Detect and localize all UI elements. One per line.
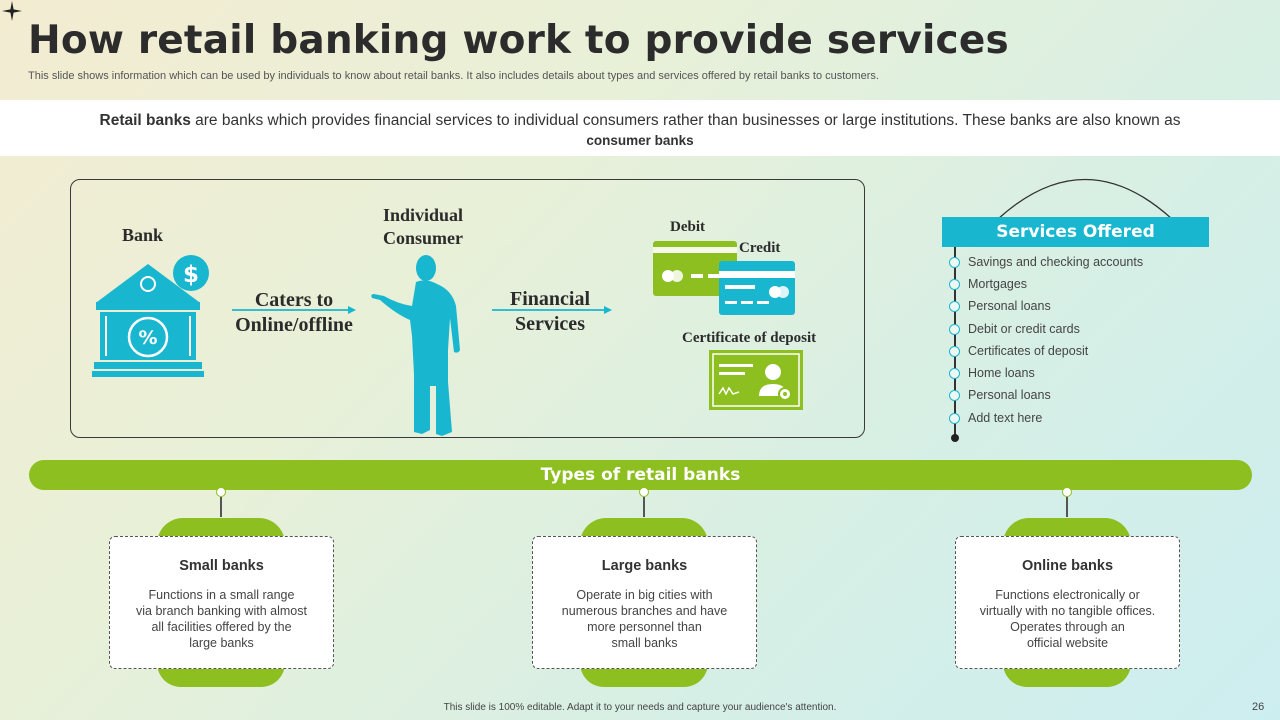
definition-term: Retail banks: [99, 112, 191, 129]
flow-box: [70, 179, 865, 438]
footer-note: This slide is 100% editable. Adapt it to…: [443, 702, 837, 713]
credit-label: Credit: [739, 240, 781, 256]
types-header-band: Types of retail banks: [29, 460, 1252, 490]
connector-line: [1066, 497, 1068, 517]
connector-dot: [1062, 487, 1072, 497]
services-header: Services Offered: [942, 217, 1209, 247]
card-body: Functions electronically or virtually wi…: [979, 588, 1156, 650]
credit-card-icon: [719, 261, 795, 315]
page-title: How retail banking work to provide servi…: [28, 18, 1009, 63]
service-item: Certificates of deposit: [949, 342, 1088, 360]
bullet-icon: [949, 389, 960, 401]
bullet-icon: [949, 367, 960, 379]
type-card-large-banks: Large banks Operate in big cities with n…: [532, 536, 757, 669]
certificate-icon: [709, 350, 803, 410]
service-item: Savings and checking accounts: [949, 253, 1143, 271]
connector-dot: [216, 487, 226, 497]
certificate-label: Certificate of deposit: [682, 330, 817, 346]
services-timeline: [954, 247, 956, 437]
type-card-small-banks: Small banks Functions in a small range v…: [109, 536, 334, 669]
caters-label: Caters to Online/offline: [235, 289, 353, 336]
arrow-right-icon: [232, 306, 356, 314]
type-card-online-banks: Online banks Functions electronically or…: [955, 536, 1180, 669]
financial-services-label: Financial Services: [509, 288, 590, 335]
arrow-right-icon: [492, 306, 612, 314]
debit-label: Debit: [670, 219, 705, 235]
definition-aka: consumer banks: [586, 133, 694, 148]
bullet-icon: [949, 256, 960, 268]
service-item: Personal loans: [949, 297, 1051, 315]
bullet-icon: [949, 412, 960, 424]
bank-label: Bank: [122, 225, 164, 245]
person-icon: [371, 255, 460, 436]
services-arc: [997, 179, 1173, 220]
service-item: Add text here: [949, 409, 1042, 427]
bullet-icon: [949, 345, 960, 357]
definition-text: are banks which provides financial servi…: [190, 112, 1181, 129]
services-timeline-end: [951, 434, 959, 442]
debit-card-icon: [653, 241, 737, 296]
connector-line: [220, 497, 222, 517]
svg-text:%: %: [138, 327, 157, 349]
page-subtitle: This slide shows information which can b…: [28, 70, 879, 82]
svg-text:$: $: [183, 262, 199, 288]
service-item: Home loans: [949, 364, 1035, 382]
service-item: Personal loans: [949, 386, 1051, 404]
card-body: Operate in big cities with numerous bran…: [561, 588, 728, 650]
card-title: Online banks: [1021, 558, 1114, 574]
consumer-label: Individual Consumer: [382, 205, 464, 248]
connector-dot: [639, 487, 649, 497]
definition-band: Retail banks are banks which provides fi…: [0, 100, 1280, 156]
bank-icon: % $: [92, 255, 209, 377]
sparkle-icon: [2, 1, 22, 21]
service-item: Debit or credit cards: [949, 320, 1080, 338]
bullet-icon: [949, 278, 960, 290]
bullet-icon: [949, 300, 960, 312]
card-title: Large banks: [601, 558, 688, 574]
card-body: Functions in a small range via branch ba…: [136, 588, 307, 650]
service-item: Mortgages: [949, 275, 1027, 293]
bullet-icon: [949, 323, 960, 335]
connector-line: [643, 497, 645, 517]
card-title: Small banks: [179, 558, 264, 574]
page-number: 26: [1252, 701, 1265, 713]
